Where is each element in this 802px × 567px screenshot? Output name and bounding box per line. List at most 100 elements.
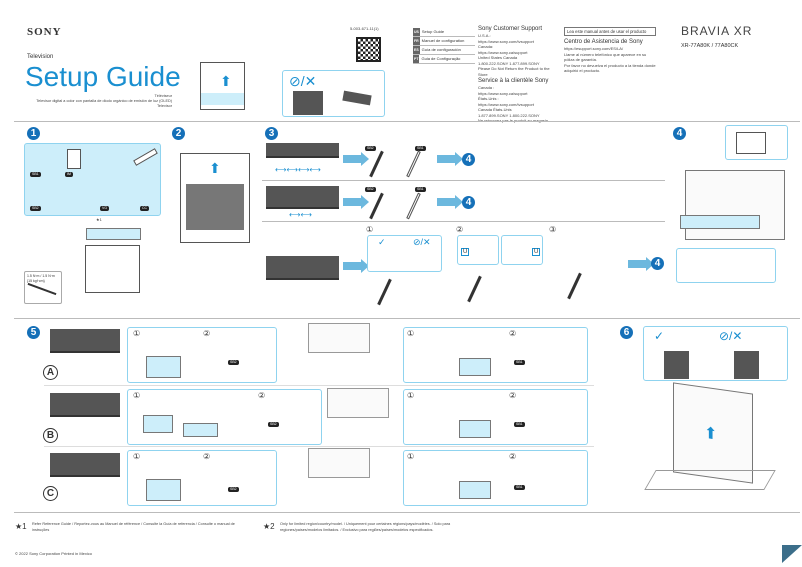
sony-logo: SONY xyxy=(27,26,62,38)
part-cc: CC xyxy=(140,206,150,211)
divider xyxy=(262,180,665,181)
support-line: United States Canada xyxy=(478,55,518,60)
support-latam: Lea este manual antes de usar el product… xyxy=(564,27,656,74)
correct-incorrect-panel: ✓ ⊘/✕ xyxy=(367,235,442,272)
support-us: Sony Customer Support U.S.A.: https://ww… xyxy=(478,26,560,124)
unboxing-illustration: ⬆ xyxy=(180,153,250,243)
support-line: U.S.A.: xyxy=(478,33,491,38)
part-sb1: SB1 xyxy=(514,360,525,365)
arrow-right-icon xyxy=(343,195,369,209)
u-mark-panel-right: U xyxy=(501,235,543,265)
latam-line: Llame al número telefónico que aparece e… xyxy=(564,51,647,63)
substep-1: ① xyxy=(133,452,141,461)
stand-leg xyxy=(567,272,582,300)
check-icon: ✓ xyxy=(378,237,386,247)
product-model: XR-77A80K / 77A80CK xyxy=(681,43,739,49)
tv-back-c xyxy=(308,448,370,478)
tv-back-a xyxy=(308,323,370,353)
stand-leg xyxy=(406,192,421,220)
support-line: Canada: xyxy=(478,44,494,49)
substep-3: ③ xyxy=(549,225,557,234)
part-sb2: SB2 xyxy=(30,206,41,211)
divider xyxy=(44,385,594,386)
substep-2: ② xyxy=(509,391,517,400)
arrow-up-icon: ⬆ xyxy=(209,160,221,176)
step-2-badge: 2 xyxy=(172,127,185,140)
arrow-right-icon xyxy=(437,195,463,209)
divider xyxy=(44,446,594,447)
part-sb2: SB2 xyxy=(268,422,279,427)
arrow-right-icon xyxy=(343,152,369,166)
support-line: Please Do Not Return the Product to the … xyxy=(478,66,550,77)
width-arrow-icon: ⟷⟷ xyxy=(289,210,312,219)
part-sb1: SB1 xyxy=(415,187,426,192)
support-line: 1.877.899.SONY 1.800.222.SONY xyxy=(478,112,540,118)
substep-2: ② xyxy=(456,225,464,234)
step-6-badge: 6 xyxy=(620,326,633,339)
latam-link[interactable]: https://esupport.sony.com/ES/LA/ xyxy=(564,46,624,51)
product-brand: BRAVIA XR xyxy=(681,24,753,38)
torque-box: 1.5 N·m / 1.5 N·m {15 kgf·cm} xyxy=(24,271,62,304)
tv-wide-stand xyxy=(266,143,339,158)
stand-leg xyxy=(377,278,392,306)
screwdriver-icon xyxy=(27,282,57,296)
latam-line: Por favor no devuelva el producto a la t… xyxy=(564,62,656,74)
step-1-badge: 1 xyxy=(27,127,40,140)
goto-step-4: 4 xyxy=(462,196,475,209)
page-title: Setup Guide xyxy=(25,61,181,92)
option-a-label: A xyxy=(43,365,58,380)
manual-icon xyxy=(67,149,81,169)
tv-narrow-stand xyxy=(266,186,339,209)
stand-leg xyxy=(369,150,384,178)
tv-back-illustration xyxy=(685,170,785,240)
option-a-step-1-2: ① ② SB2 xyxy=(127,327,277,383)
support-title-fr: Service à la clientèle Sony xyxy=(478,78,549,84)
support-line: États-Unis : xyxy=(478,96,499,101)
divider xyxy=(14,318,800,319)
stand-leg xyxy=(369,192,384,220)
stand-leg xyxy=(467,275,482,303)
tv-option-a xyxy=(50,329,120,353)
latam-notice: Lea este manual antes de usar el product… xyxy=(564,27,656,36)
torque-value: {15 kgf·cm} xyxy=(27,278,45,283)
speaker-bar xyxy=(680,215,760,229)
substep-2: ② xyxy=(509,329,517,338)
support-title: Sony Customer Support xyxy=(478,26,543,32)
check-icon: ✓ xyxy=(654,329,665,343)
u-mark-panel-left: U xyxy=(457,235,499,265)
substep-1: ① xyxy=(366,225,374,234)
support-line: Canada : xyxy=(478,85,495,90)
goto-step-4: 4 xyxy=(462,153,475,166)
prohibited-icon: ⊘/✕ xyxy=(719,329,743,343)
subtitle-line: Televisor digital a color con pantalla d… xyxy=(36,99,172,103)
support-link[interactable]: https://www.sony.ca/support xyxy=(478,49,528,55)
attach-detail-panel xyxy=(676,248,776,283)
support-link[interactable]: https://www.sony.com/tvsupport xyxy=(478,38,534,44)
qr-code xyxy=(356,37,381,62)
remote-icon xyxy=(133,148,158,166)
substep-1: ① xyxy=(133,391,141,400)
substep-2: ② xyxy=(203,329,211,338)
substep-1: ① xyxy=(133,329,141,338)
part-sb1: SB1 xyxy=(30,172,41,177)
prohibited-icon: ⊘/✕ xyxy=(413,237,431,247)
part-sb2: SB2 xyxy=(228,360,239,365)
lifting-panel: ✓ ⊘/✕ xyxy=(643,326,788,381)
tv-back-b xyxy=(327,388,389,418)
footnote-2-text: Only for limited region/country/model. /… xyxy=(280,522,451,532)
divider xyxy=(262,221,665,222)
support-link[interactable]: https://www.sony.com/tvsupport xyxy=(478,101,534,107)
support-link[interactable]: https://www.sony.ca/support xyxy=(478,90,528,96)
accessories-panel: SB1 IM SB2 VG CC xyxy=(24,143,161,216)
tv-option-c xyxy=(50,453,120,477)
warning-panel: ⊘/✕ xyxy=(282,70,385,117)
part-sb1: SB1 xyxy=(514,485,525,490)
